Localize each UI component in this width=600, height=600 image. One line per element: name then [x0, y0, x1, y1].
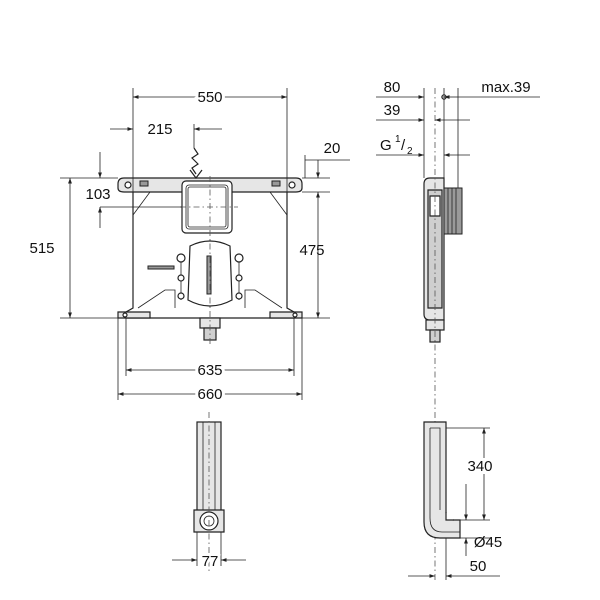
dim-215: 215 [147, 121, 172, 138]
side-view-dimensions: 80 max.39 39 G 1 / 2 [376, 79, 540, 188]
dim-103: 103 [85, 186, 110, 203]
dim-660: 660 [197, 386, 222, 403]
dim-77: 77 [202, 553, 219, 570]
dim-thread: G [380, 137, 392, 154]
dim-20: 20 [324, 140, 341, 157]
dim-635: 635 [197, 362, 222, 379]
dim-550: 550 [197, 89, 222, 106]
dim-475: 475 [299, 242, 324, 259]
front-flush-pipe: 77 [172, 412, 246, 573]
dim-thread-sup: 1 [395, 134, 401, 145]
side-flush-pipe: 340 Ø45 50 [408, 421, 502, 580]
side-view-frame [423, 88, 463, 580]
dim-340: 340 [467, 458, 492, 475]
dim-80: 80 [384, 79, 401, 96]
dim-thread-sub: 2 [407, 146, 413, 157]
dim-thread-slash: / [401, 137, 406, 154]
front-view-dimensions: 550 215 515 103 475 20 635 660 [29, 86, 350, 406]
dim-max39: max.39 [481, 79, 530, 96]
dim-d45: Ø45 [474, 534, 502, 551]
dim-39: 39 [384, 102, 401, 119]
dim-50: 50 [470, 558, 487, 575]
front-view-frame [117, 147, 303, 344]
dim-515: 515 [29, 240, 54, 257]
